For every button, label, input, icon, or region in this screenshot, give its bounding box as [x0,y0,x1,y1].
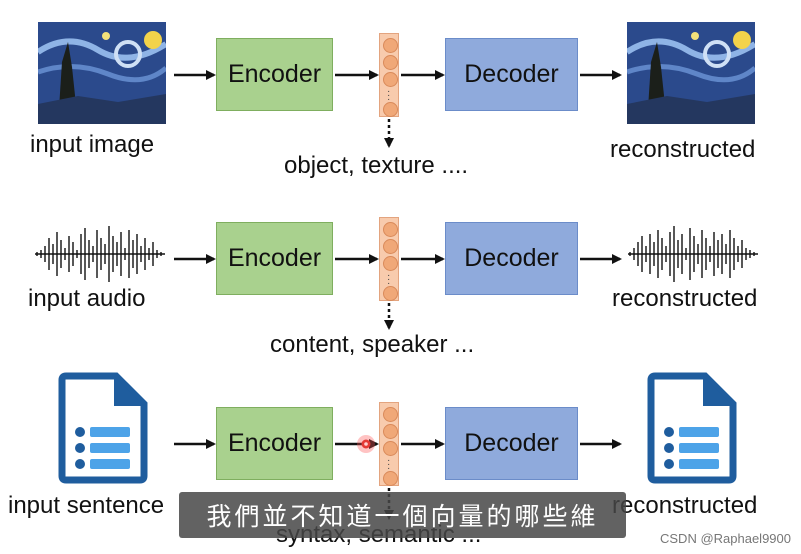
latent-vector-image: ··· [379,33,399,117]
decoder-box-sentence: Decoder [445,407,578,480]
output-label-image: reconstructed [610,136,756,163]
latent-vector-sentence: ··· [379,402,399,486]
output-document-icon [647,372,737,484]
decoder-box-audio: Decoder [445,222,578,295]
input-sentence-label: input sentence [8,492,165,519]
encoder-label: Encoder [227,429,322,457]
decoder-label: Decoder [464,429,559,457]
input-document-icon [58,372,148,484]
input-image-label: input image [30,131,155,158]
feature-label-image: object, texture .... [284,152,469,179]
laser-pointer [357,435,375,453]
encoder-box-sentence: Encoder [216,407,333,480]
output-label-audio: reconstructed [612,285,758,312]
encoder-box-image: Encoder [216,38,333,111]
encoder-box-audio: Encoder [216,222,333,295]
decoder-box-image: Decoder [445,38,578,111]
decoder-label: Decoder [464,244,559,272]
encoder-label: Encoder [227,244,322,272]
decoder-label: Decoder [464,60,559,88]
output-label-sentence: reconstructed [612,492,758,519]
watermark: CSDN @Raphael9900 [660,531,791,546]
input-painting-image [38,22,166,124]
encoder-label: Encoder [227,60,322,88]
input-audio-label: input audio [28,285,146,312]
output-waveform [628,222,758,286]
output-painting-image [627,22,755,124]
latent-vector-audio: ··· [379,217,399,301]
video-subtitle: 我們並不知道一個向量的哪些維 [179,492,626,538]
feature-label-audio: content, speaker ... [270,331,475,358]
input-waveform [35,222,165,286]
